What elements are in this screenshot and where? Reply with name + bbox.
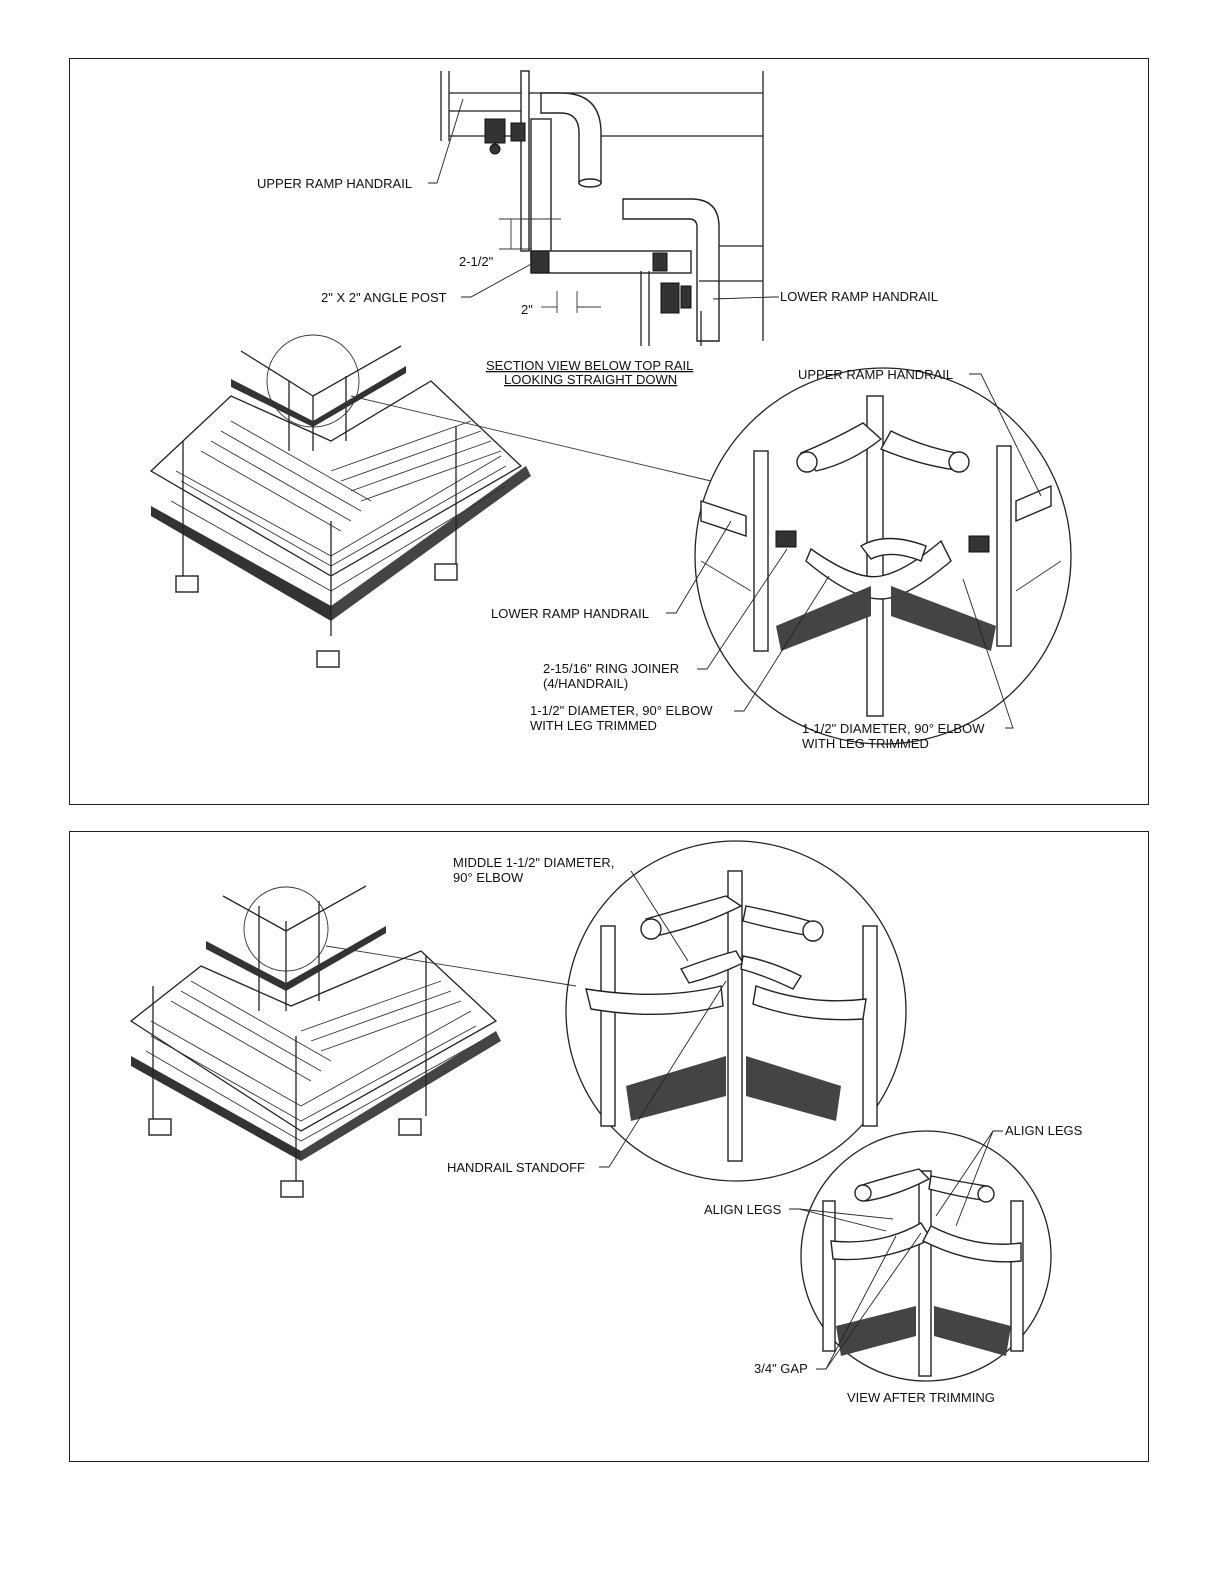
label-view-after-trimming: VIEW AFTER TRIMMING [847,1390,995,1405]
bottom-diagram-panel: MIDDLE 1-1/2" DIAMETER, 90° ELBOW HANDRA… [69,831,1149,1462]
detail-circle-top [666,367,1072,745]
bottom-diagram-svg: MIDDLE 1-1/2" DIAMETER, 90° ELBOW HANDRA… [129,840,1083,1405]
label-handrail-standoff: HANDRAIL STANDOFF [447,1160,585,1175]
label-elbow-right-line1: 1-1/2" DIAMETER, 90° ELBOW [802,721,985,736]
label-lower-ramp-handrail-section: LOWER RAMP HANDRAIL [780,289,938,304]
top-diagram-svg: UPPER RAMP HANDRAIL 2-1/2" 2" X 2" ANGLE… [149,70,1072,751]
label-elbow-left-line1: 1-1/2" DIAMETER, 90° ELBOW [530,703,713,718]
section-caption-line1: SECTION VIEW BELOW TOP RAIL [486,358,693,373]
label-middle-elbow-line1: MIDDLE 1-1/2" DIAMETER, [453,855,614,870]
dim-2: 2" [521,302,533,317]
label-upper-ramp-handrail-section: UPPER RAMP HANDRAIL [257,176,412,191]
section-caption-line2: LOOKING STRAIGHT DOWN [504,372,677,387]
top-diagram-panel: UPPER RAMP HANDRAIL 2-1/2" 2" X 2" ANGLE… [69,58,1149,805]
section-view-drawing [428,70,779,346]
label-lower-ramp-handrail-detail: LOWER RAMP HANDRAIL [491,606,649,621]
platform-isometric-top [149,334,712,668]
label-gap: 3/4" GAP [754,1361,808,1376]
label-angle-post: 2" X 2" ANGLE POST [321,290,447,305]
detail-circle-after-trimming [789,1130,1052,1382]
label-ring-joiner-line2: (4/HANDRAIL) [543,676,628,691]
label-upper-ramp-handrail-detail: UPPER RAMP HANDRAIL [798,367,953,382]
label-align-legs-left: ALIGN LEGS [704,1202,782,1217]
detail-circle-middle-elbow [565,840,907,1182]
label-elbow-right-line2: WITH LEG TRIMMED [802,736,929,751]
label-middle-elbow-line2: 90° ELBOW [453,870,524,885]
label-elbow-left-line2: WITH LEG TRIMMED [530,718,657,733]
dim-2-1-2: 2-1/2" [459,254,494,269]
label-align-legs-right: ALIGN LEGS [1005,1123,1083,1138]
platform-isometric-bottom [129,885,577,1198]
label-ring-joiner-line1: 2-15/16" RING JOINER [543,661,679,676]
